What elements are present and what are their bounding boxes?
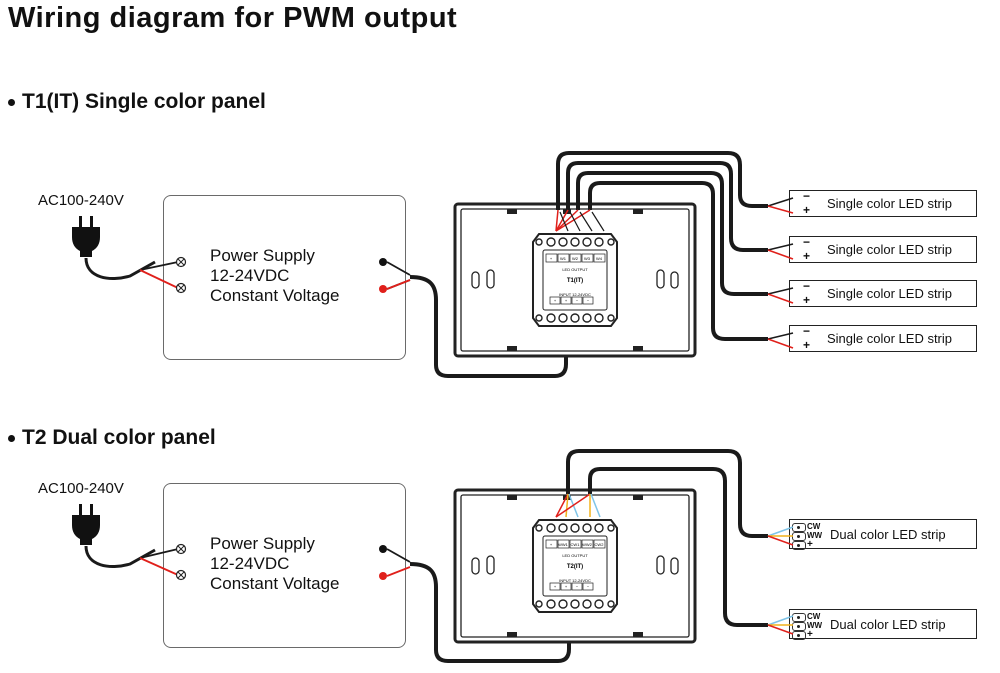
ac-label-t1: AC100-240V — [38, 192, 124, 209]
psu-dc-pos-terminal — [379, 572, 387, 580]
bullet-icon — [8, 434, 15, 442]
terminal-label: W3 — [584, 256, 591, 261]
terminal-label: W1 — [560, 256, 567, 261]
strip-neg-label: − — [803, 189, 811, 203]
terminal-label: CW1 — [571, 542, 581, 547]
strip-label: Dual color LED strip — [830, 527, 946, 542]
psu-dc-neg-terminal — [379, 258, 387, 266]
terminal-label: W2 — [572, 256, 579, 261]
power-supply-t2: Power Supply 12-24VDC Constant Voltage — [163, 483, 406, 648]
plug-icon-t1 — [72, 216, 100, 257]
pin-plus-label: + — [807, 539, 813, 550]
terminal-label: + — [550, 256, 553, 261]
strip-pos-label: + — [803, 249, 811, 263]
terminal-label: CW2 — [595, 542, 605, 547]
module-name-t1: T1(IT) — [567, 278, 583, 284]
section-heading-t2-text: T2 Dual color panel — [22, 426, 216, 449]
psu-line-3: Constant Voltage — [210, 286, 340, 305]
psu-line-2: 12-24VDC — [210, 554, 290, 573]
strip-label: Dual color LED strip — [830, 617, 946, 632]
bullet-icon — [8, 98, 15, 106]
strip-pos-label: + — [803, 293, 811, 307]
page-title: Wiring diagram for PWM output — [8, 2, 458, 34]
strip-neg-label: − — [803, 324, 811, 338]
terminal-label: − — [576, 584, 579, 589]
psu-line-3: Constant Voltage — [210, 574, 340, 593]
power-supply-t1-text: Power Supply 12-24VDC Constant Voltage — [210, 246, 339, 306]
terminal-label: − — [587, 584, 590, 589]
pin-cw-label: CW — [807, 612, 821, 621]
strip-label: Single color LED strip — [827, 242, 952, 257]
strip-pos-label: + — [803, 203, 811, 217]
pin-ww-label: WW — [807, 621, 823, 630]
terminal-label: W4 — [596, 256, 603, 261]
ac-label-t2: AC100-240V — [38, 480, 124, 497]
power-supply-t2-text: Power Supply 12-24VDC Constant Voltage — [210, 534, 339, 594]
psu-line-2: 12-24VDC — [210, 266, 290, 285]
module-name-t2: T2(IT) — [567, 564, 583, 570]
strip-label: Single color LED strip — [827, 196, 952, 211]
strip-label: Single color LED strip — [827, 286, 952, 301]
terminal-label: + — [565, 584, 568, 589]
strip-pos-label: + — [803, 338, 811, 352]
terminal-label: + — [554, 298, 557, 303]
terminal-label: − — [576, 298, 579, 303]
psu-dc-neg-terminal — [379, 545, 387, 553]
section-heading-t1: T1(IT) Single color panel — [8, 90, 266, 114]
strip-neg-label: − — [803, 235, 811, 249]
module-out-label-t2: LED OUTPUT — [562, 553, 588, 558]
dual-led-strip-1: CW WW + Dual color LED strip — [789, 519, 977, 550]
psu-dc-pos-terminal — [379, 285, 387, 293]
pin-plus-icon — [792, 631, 806, 640]
pin-cw-icon — [792, 613, 806, 622]
strip-neg-label: − — [803, 279, 811, 293]
module-out-label-t1: LED OUTPUT — [562, 267, 588, 272]
terminal-label: + — [565, 298, 568, 303]
strip-label: Single color LED strip — [827, 331, 952, 346]
pin-cw-label: CW — [807, 522, 821, 531]
terminal-label: WW1 — [558, 542, 569, 547]
module-in-label-t2: INPUT 12-24VDC — [559, 578, 591, 583]
psu-ac-terminals-t1 — [175, 256, 187, 294]
led-strip-2: − + Single color LED strip — [789, 235, 977, 263]
module-in-label-t1: INPUT 12-24VDC — [559, 292, 591, 297]
psu-ac-terminals-t2 — [175, 543, 187, 581]
dual-led-strip-2: CW WW + Dual color LED strip — [789, 609, 977, 640]
led-strip-1: − + Single color LED strip — [789, 189, 977, 217]
power-supply-t1: Power Supply 12-24VDC Constant Voltage — [163, 195, 406, 360]
pin-plus-label: + — [807, 629, 813, 640]
terminal-label: + — [550, 542, 553, 547]
pin-ww-icon — [792, 622, 806, 631]
section-heading-t1-text: T1(IT) Single color panel — [22, 90, 266, 113]
terminal-label: − — [587, 298, 590, 303]
psu-line-1: Power Supply — [210, 534, 315, 553]
psu-line-1: Power Supply — [210, 246, 315, 265]
terminal-label: + — [554, 584, 557, 589]
plug-icon-t2 — [72, 504, 100, 545]
terminal-label: WW2 — [582, 542, 593, 547]
pin-ww-label: WW — [807, 531, 823, 540]
section-heading-t2: T2 Dual color panel — [8, 426, 216, 450]
led-strip-3: − + Single color LED strip — [789, 279, 977, 307]
led-strip-4: − + Single color LED strip — [789, 324, 977, 352]
